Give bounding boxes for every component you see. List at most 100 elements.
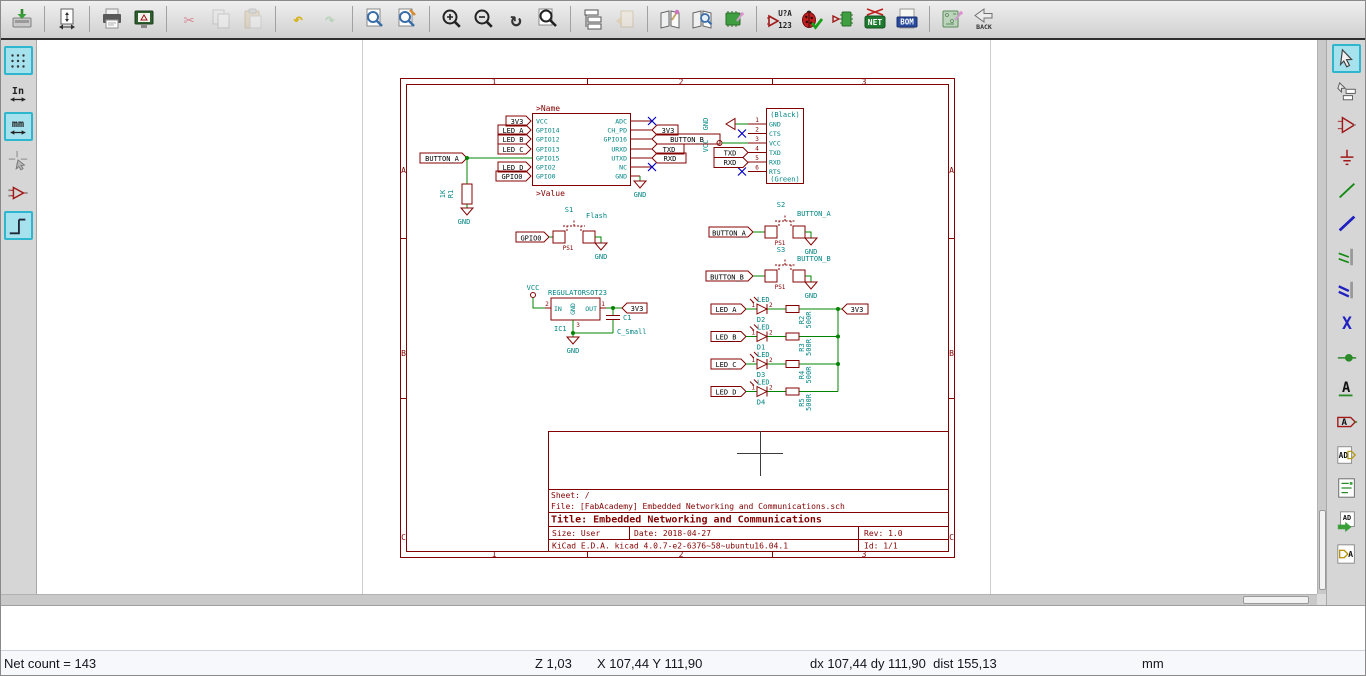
ic-pin-chpd: CH_PD [607, 126, 627, 134]
find-button[interactable] [359, 3, 391, 35]
conn-pin6-name: RTS [769, 168, 781, 176]
hierarchy-push-pop-button[interactable] [1332, 77, 1361, 106]
label-3v3: 3V3 [511, 118, 524, 126]
hierarchy-push-pop-icon [1336, 81, 1356, 100]
label-led-d: LED_D [502, 164, 523, 172]
ic-right-labels[interactable]: 3V3 BUTTON_B TXD RXD GND [632, 116, 721, 199]
assign-footprints-button[interactable] [827, 3, 859, 35]
hierarchy-navigator-button[interactable] [577, 3, 609, 35]
frame-col-3-top: 3 [862, 78, 867, 87]
wire-to-bus-entry-button[interactable] [1332, 242, 1361, 271]
cursor-tool-button[interactable] [1332, 44, 1361, 73]
place-sheet-pin-button[interactable]: A [1332, 539, 1361, 568]
s1-ref: S1 [565, 206, 573, 214]
vertical-scrollbar[interactable] [1317, 40, 1326, 594]
cursor-shape-button[interactable] [4, 145, 33, 174]
voltage-regulator[interactable]: VCC 2 REGULATORSOT23 IN OUT GND 3 IC1 1 … [527, 284, 648, 355]
bus-to-bus-entry-button[interactable] [1332, 275, 1361, 304]
zoom-out-button[interactable] [468, 3, 500, 35]
plot-button[interactable] [128, 3, 160, 35]
frame-col-2-top: 2 [679, 78, 684, 87]
undo-button[interactable]: ↶ [282, 3, 314, 35]
ic-left-labels[interactable]: 3V3 LED_A LED_B LED_C LED_D GPIO0 BUTTON… [419, 115, 532, 182]
ic-pin-gpio0: GPIO0 [536, 172, 556, 180]
paste-icon [244, 8, 262, 29]
led-b-pin1: 1 [751, 330, 755, 337]
ic-pin-utxd: UTXD [611, 154, 627, 162]
run-pcbnew-button[interactable] [936, 3, 968, 35]
place-global-label-button[interactable]: A [1332, 407, 1361, 436]
led-row-b[interactable]: LED_B LED 1 2 D1 R3 500R [710, 324, 838, 356]
redraw-button[interactable]: ↻ [500, 3, 532, 35]
led-c-ref: D3 [757, 371, 765, 379]
paste-button[interactable] [237, 3, 269, 35]
vertical-scrollbar-thumb[interactable] [1319, 510, 1326, 590]
place-hierarchical-sheet-button[interactable] [1332, 473, 1361, 502]
horizontal-scrollbar[interactable] [0, 594, 1326, 605]
separator [89, 6, 90, 32]
zoom-in-button[interactable] [436, 3, 468, 35]
back-import-button[interactable]: BACK [968, 3, 1000, 35]
netlist-button[interactable]: NET [859, 3, 891, 35]
place-net-label-button[interactable]: A [1332, 374, 1361, 403]
erc-button[interactable] [795, 3, 827, 35]
esp-module[interactable]: >Name >Value VCC GPIO14 GPIO12 GPIO13 GP… [532, 104, 653, 198]
switch-s3[interactable]: BUTTON_B S3 BUTTON_B PS1 GND [705, 246, 831, 300]
separator [647, 6, 648, 32]
place-junction-button[interactable] [1332, 341, 1361, 370]
switch-s1[interactable]: GPIO0 S1 Flash PS1 GND [515, 206, 609, 261]
ftdi-connector[interactable]: (Black) (Green) 1 2 3 4 5 6 GND CTS VCC … [702, 108, 804, 184]
s1-gpio0-label: GPIO0 [520, 234, 541, 242]
horizontal-scrollbar-thumb[interactable] [1243, 596, 1309, 604]
led-row-d[interactable]: LED_D LED 1 2 D4 R5 500R [710, 379, 838, 411]
place-component-button[interactable] [1332, 110, 1361, 139]
library-editor-button[interactable] [654, 3, 686, 35]
led-row-a[interactable]: LED_A LED 1 2 D2 R2 500R [710, 296, 838, 329]
place-bus-button[interactable] [1332, 209, 1361, 238]
conn-pin5-name: RXD [769, 158, 781, 166]
pulldown-r1[interactable]: 1K R1 GND [439, 156, 533, 226]
r1-gnd-label: GND [458, 218, 471, 226]
hidden-pins-toggle-button[interactable] [4, 178, 33, 207]
separator [44, 6, 45, 32]
no-connect-tool-button[interactable]: X [1332, 308, 1361, 337]
reg-pin-out-num: 1 [601, 301, 605, 308]
redo-button[interactable]: ↷ [314, 3, 346, 35]
schematic-drawing[interactable]: 1 2 3 1 2 3 A B C A B C >Name >Value VCC… [38, 40, 1317, 594]
bom-button[interactable]: BOM [891, 3, 923, 35]
place-hierarchical-label-button[interactable]: AD [1332, 440, 1361, 469]
separator [756, 6, 757, 32]
led-a-part: LED [757, 296, 770, 304]
cut-button[interactable]: ✂ [173, 3, 205, 35]
zoom-fit-button[interactable] [532, 3, 564, 35]
place-wire-button[interactable] [1332, 176, 1361, 205]
units-mm-button[interactable]: mm [3, 112, 33, 141]
hv-wires-toggle-button[interactable] [3, 211, 33, 240]
switch-s2[interactable]: BUTTON_A S2 BUTTON_A PS1 GND [708, 201, 832, 256]
grid-toggle-button[interactable] [3, 46, 33, 75]
page-settings-button[interactable] [51, 3, 83, 35]
units-inches-button[interactable]: In [4, 79, 33, 108]
import-pin-glyph: AD [1342, 514, 1350, 522]
r1-value: 1K [439, 189, 447, 198]
print-button[interactable] [96, 3, 128, 35]
library-browser-button[interactable] [686, 3, 718, 35]
leave-sheet-button[interactable] [609, 3, 641, 35]
s1-gnd-label: GND [595, 253, 608, 261]
led-3v3-rail[interactable]: 3V3 [836, 303, 869, 392]
place-wire-icon [1338, 182, 1355, 198]
footprint-editor-button[interactable] [718, 3, 750, 35]
copy-button[interactable] [205, 3, 237, 35]
import-sheet-pin-button[interactable]: AD [1332, 506, 1361, 535]
find-replace-button[interactable] [391, 3, 423, 35]
hierarchy-icon [584, 9, 602, 30]
place-power-port-button[interactable] [1332, 143, 1361, 172]
res-a-value: 500R [805, 311, 813, 329]
led-row-c[interactable]: LED_C LED 1 2 D3 R4 500R [710, 351, 838, 383]
erc-icon [802, 10, 823, 30]
save-button[interactable] [6, 3, 38, 35]
schematic-canvas[interactable]: 1 2 3 1 2 3 A B C A B C >Name >Value VCC… [38, 40, 1317, 594]
led-b-part: LED [757, 324, 770, 332]
